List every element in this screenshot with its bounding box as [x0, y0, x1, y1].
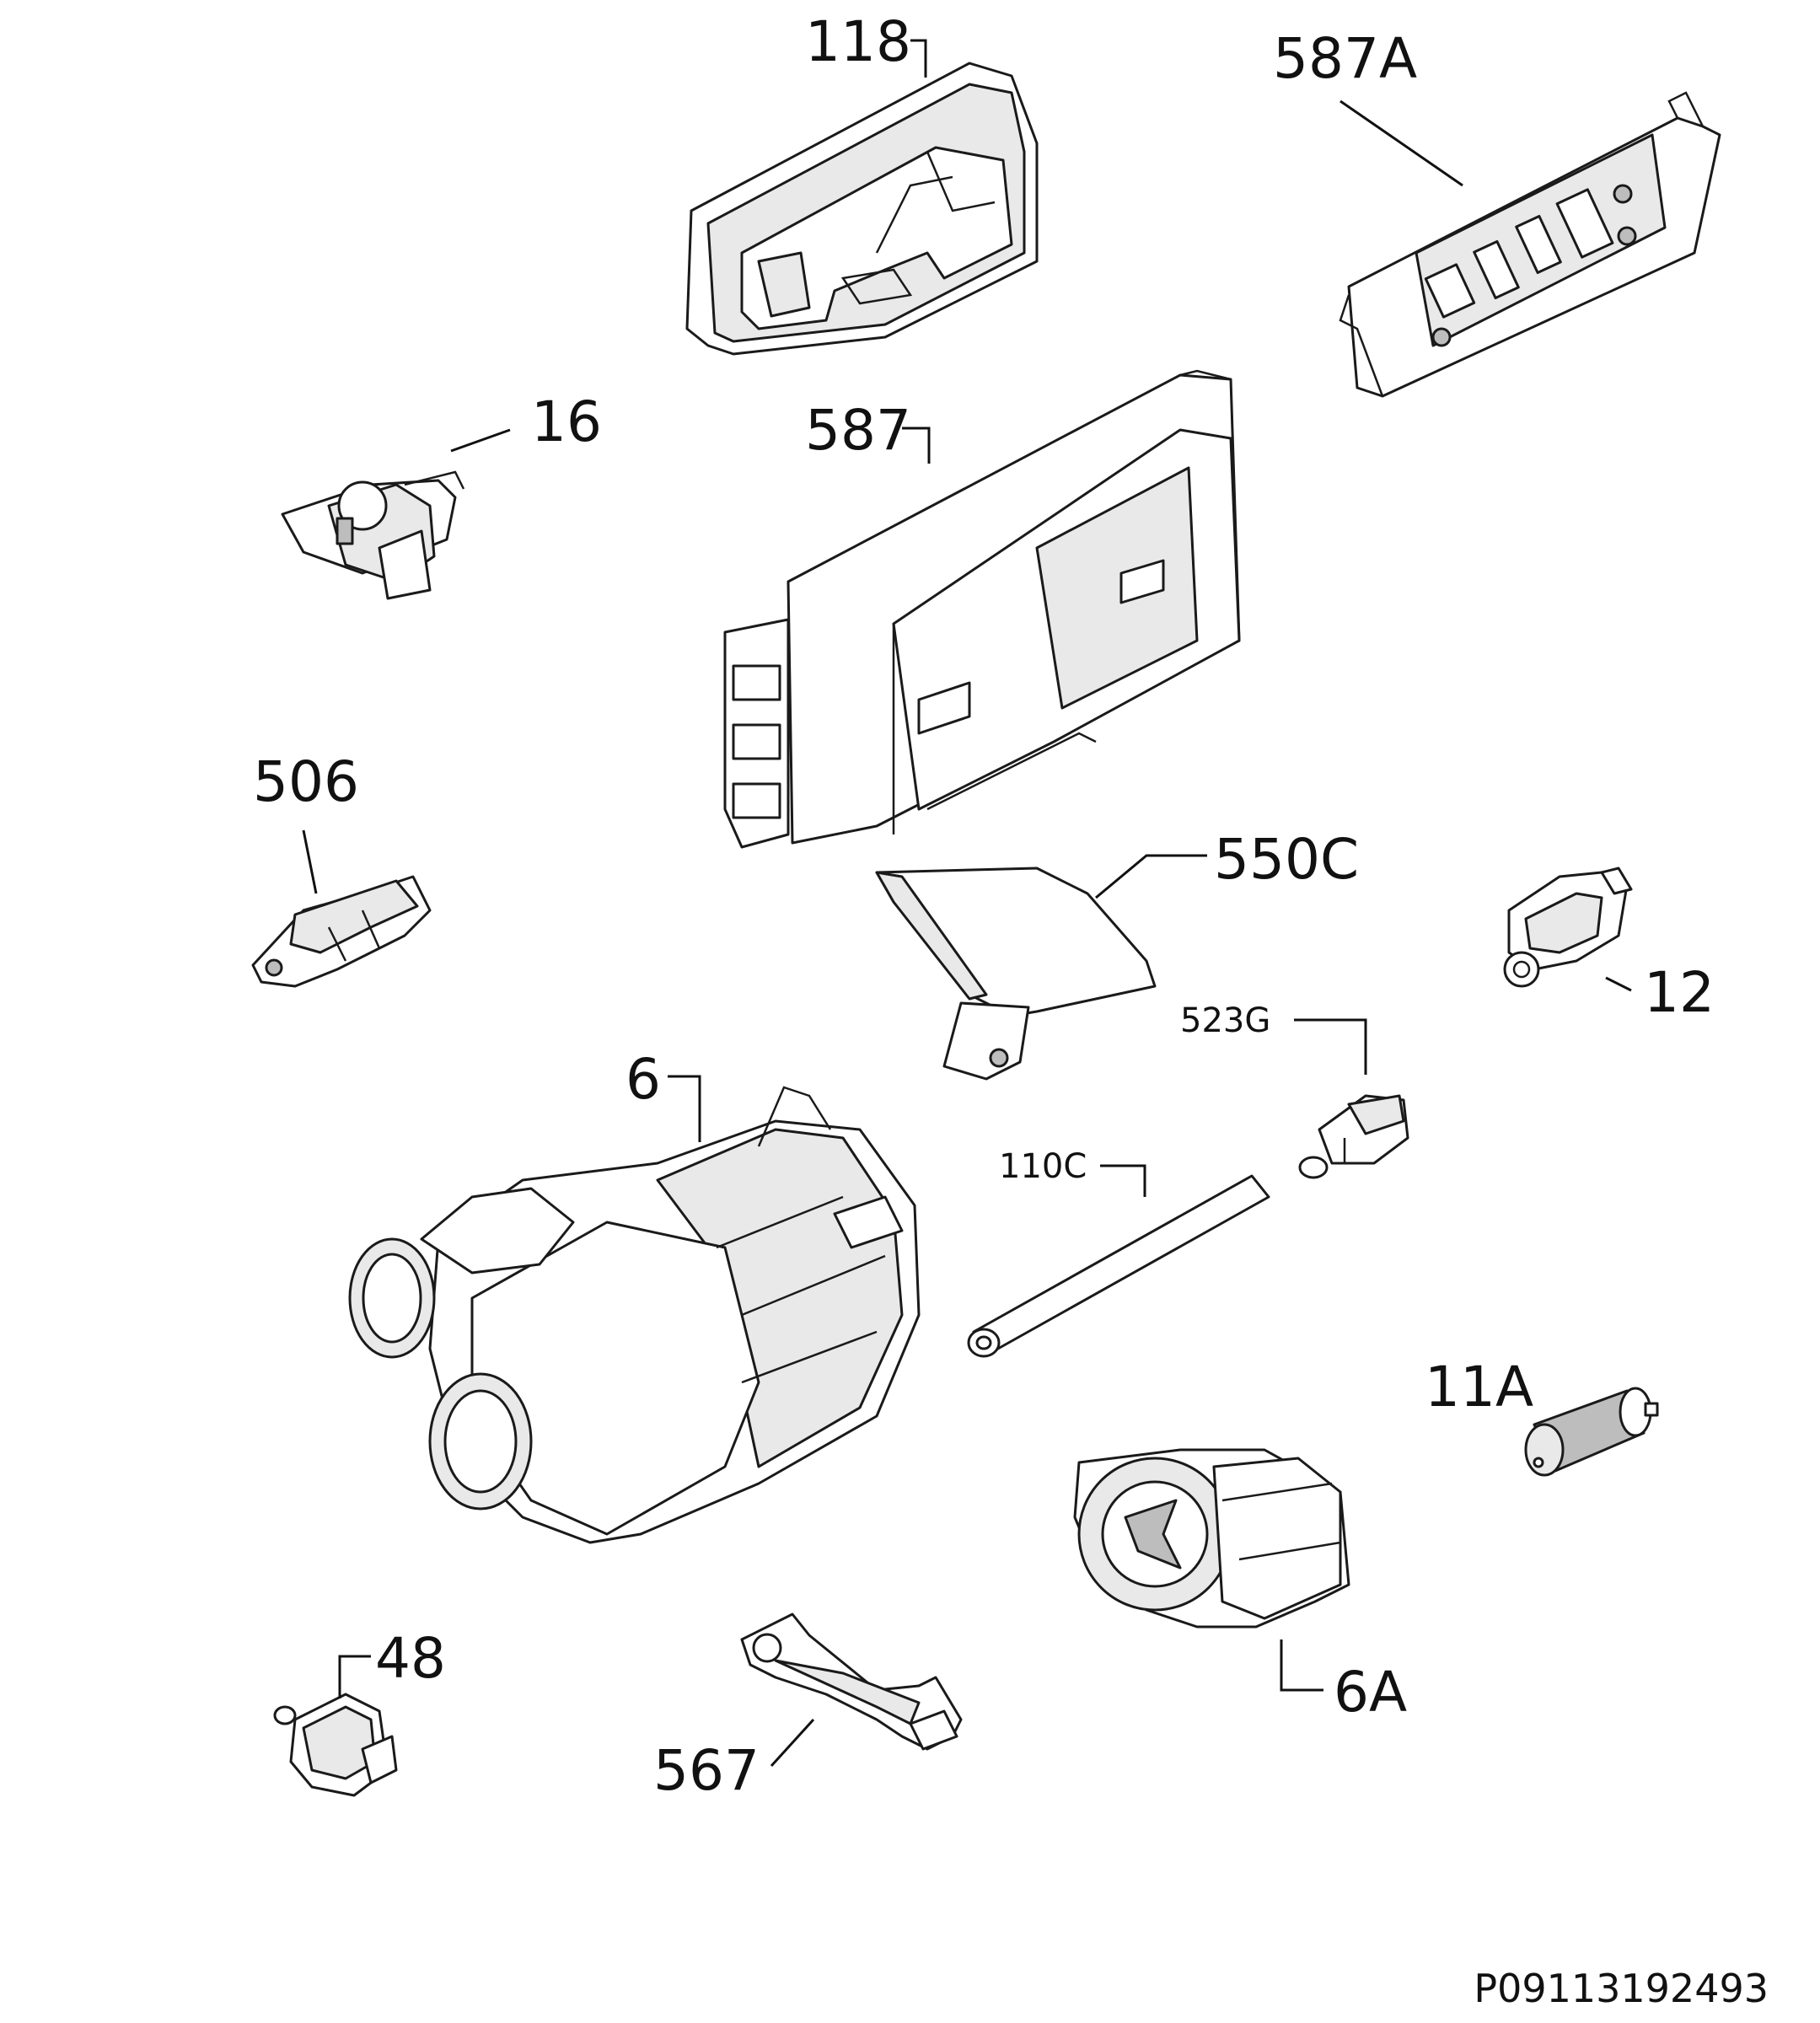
leader-587A: [1339, 99, 1463, 187]
label-523G: 523G: [1180, 1001, 1270, 1040]
label-12: 12: [1644, 960, 1715, 1025]
part-16-drawing: [281, 470, 465, 600]
part-11A-drawing: [1524, 1387, 1659, 1477]
label-550C: 550C: [1214, 827, 1359, 892]
label-11A: 11A: [1425, 1355, 1533, 1419]
part-523G-drawing: [1298, 1094, 1409, 1179]
part-110C-drawing: [967, 1174, 1270, 1358]
leader-16: [450, 428, 511, 453]
label-6A: 6A: [1334, 1660, 1407, 1725]
leader-lines: [302, 39, 1632, 1768]
leader-48: [338, 1655, 371, 1698]
leader-506: [302, 829, 318, 894]
label-587A: 587A: [1273, 26, 1417, 91]
label-587: 587: [805, 398, 911, 463]
part-567-drawing: [740, 1612, 963, 1751]
leader-6: [668, 1075, 701, 1142]
part-48-drawing: [273, 1693, 398, 1797]
label-110C: 110C: [999, 1147, 1087, 1186]
label-6: 6: [625, 1047, 661, 1112]
leader-6A: [1280, 1639, 1323, 1692]
part-506-drawing: [251, 875, 432, 988]
part-12-drawing: [1503, 867, 1633, 988]
label-118: 118: [805, 9, 911, 74]
label-567: 567: [653, 1738, 760, 1803]
part-labels: 118 587A 16 587 506 550C 12 523G 6 110C …: [253, 9, 1715, 1803]
label-48: 48: [375, 1626, 446, 1691]
part-587A-drawing: [1339, 91, 1721, 398]
part-587-drawing: [723, 369, 1241, 849]
leader-587: [902, 427, 931, 464]
document-code: P09113192493: [1474, 1966, 1769, 2011]
label-506: 506: [253, 749, 359, 814]
leader-12: [1605, 976, 1632, 992]
leader-118: [910, 39, 927, 78]
part-550C-drawing: [875, 867, 1157, 1081]
leader-567: [770, 1718, 815, 1768]
leader-523G: [1294, 1018, 1367, 1075]
label-16: 16: [531, 389, 602, 454]
leader-110C: [1100, 1164, 1146, 1197]
part-118-drawing: [685, 62, 1039, 356]
leader-550C: [1095, 854, 1207, 899]
part-6-drawing: [348, 1086, 921, 1544]
part-6A-drawing: [1073, 1448, 1350, 1629]
